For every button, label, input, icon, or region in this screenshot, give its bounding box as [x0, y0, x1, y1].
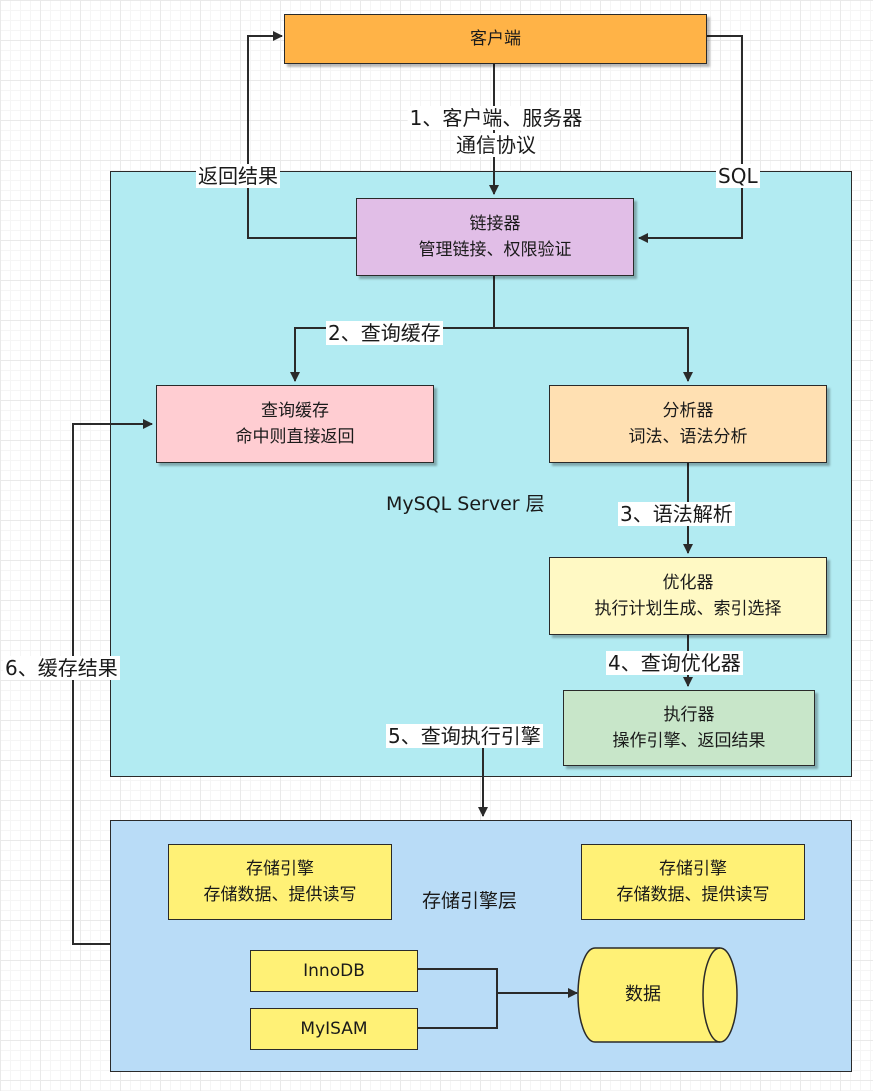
connector-box: 链接器 管理链接、权限验证: [356, 198, 634, 276]
storage-engine-right-desc: 存储数据、提供读写: [616, 885, 770, 905]
sql-label: SQL: [716, 164, 760, 188]
edge-myisam-to-merge: [418, 993, 498, 1029]
innodb-box: InnoDB: [250, 950, 418, 992]
executor-title: 执行器: [663, 705, 715, 725]
data-label: 数据: [625, 984, 661, 1005]
myisam-label: MyISAM: [300, 1019, 368, 1039]
optimizer-desc: 执行计划生成、索引选择: [594, 599, 782, 619]
client-box: 客户端: [284, 14, 707, 64]
edge-return-result: [247, 31, 356, 239]
step1-label-line2: 通信协议: [454, 133, 538, 157]
step3-label: 3、语法解析: [618, 502, 735, 526]
analyzer-box: 分析器 词法、语法分析: [549, 385, 827, 463]
storage-engine-right-box: 存储引擎 存储数据、提供读写: [581, 844, 805, 920]
query-cache-title: 查询缓存: [261, 401, 329, 421]
analyzer-title: 分析器: [662, 401, 714, 421]
mysql-layer-label: MySQL Server 层: [386, 493, 545, 515]
edge-cache-result: [72, 419, 153, 945]
optimizer-box: 优化器 执行计划生成、索引选择: [549, 557, 827, 635]
query-cache-desc: 命中则直接返回: [235, 427, 355, 447]
analyzer-desc: 词法、语法分析: [628, 427, 748, 447]
client-label: 客户端: [470, 29, 521, 49]
connector-desc: 管理链接、权限验证: [418, 240, 572, 260]
edge-to-analyzer: [494, 327, 693, 382]
storage-engine-right-title: 存储引擎: [659, 859, 727, 879]
return-result-label: 返回结果: [196, 164, 280, 188]
executor-desc: 操作引擎、返回结果: [612, 731, 766, 751]
connector-title: 链接器: [469, 214, 521, 234]
step6-label: 6、缓存结果: [3, 656, 120, 680]
optimizer-title: 优化器: [662, 573, 714, 593]
storage-layer-label: 存储引擎层: [422, 890, 518, 912]
step4-label: 4、查询优化器: [606, 651, 743, 675]
step5-label: 5、查询执行引擎: [386, 724, 543, 748]
storage-engine-left-title: 存储引擎: [246, 859, 314, 879]
edge-innodb-to-merge: [418, 968, 498, 993]
storage-engine-left-desc: 存储数据、提供读写: [203, 885, 357, 905]
executor-box: 执行器 操作引擎、返回结果: [563, 690, 815, 766]
query-cache-box: 查询缓存 命中则直接返回: [156, 385, 434, 463]
edge-sql: [638, 35, 743, 243]
step1-label-line1: 1、客户端、服务器: [407, 106, 585, 130]
myisam-box: MyISAM: [250, 1008, 418, 1050]
storage-engine-left-box: 存储引擎 存储数据、提供读写: [168, 844, 392, 920]
innodb-label: InnoDB: [303, 961, 365, 981]
step2-label: 2、查询缓存: [326, 321, 443, 345]
